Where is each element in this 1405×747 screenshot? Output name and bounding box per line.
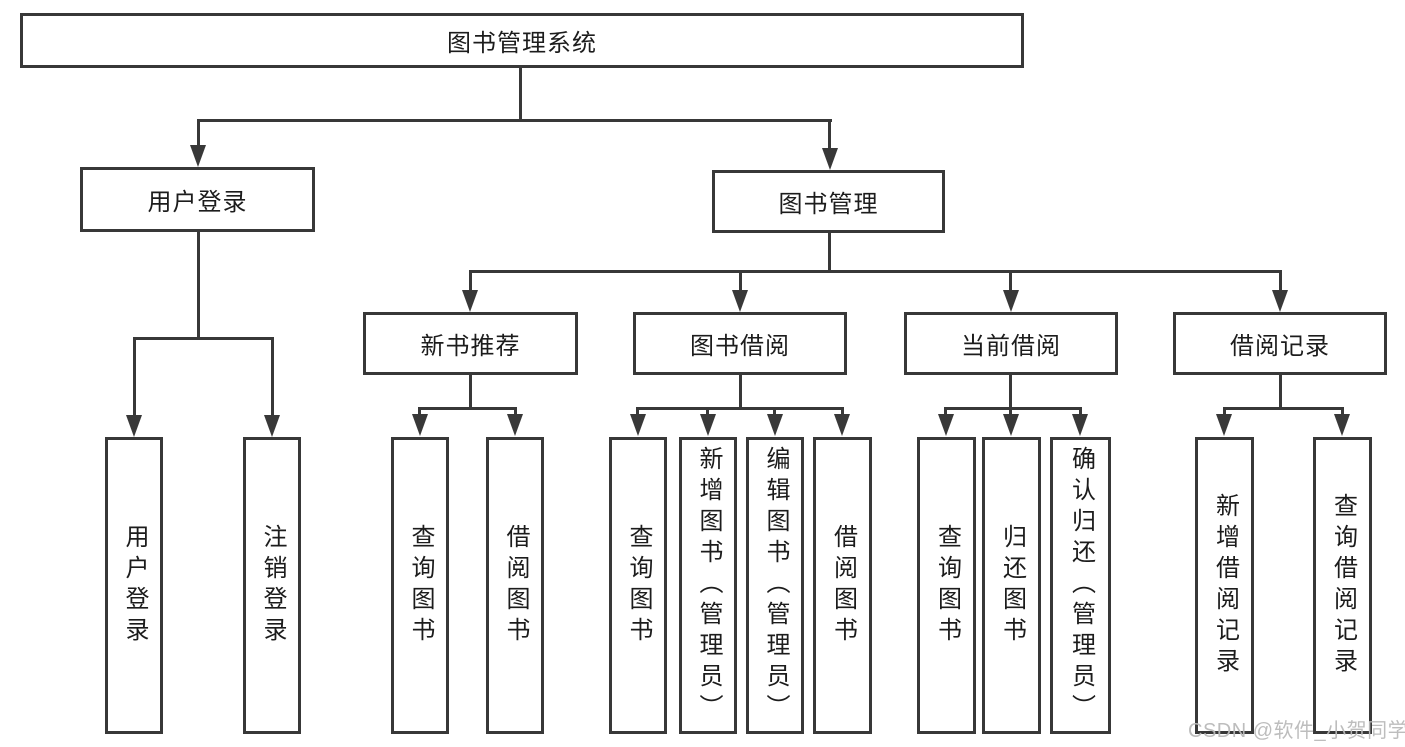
connector-stem-bb-query bbox=[636, 407, 639, 416]
watermark: CSDN @软件_小贺同学 bbox=[1188, 720, 1405, 742]
node-bb-add-book: 新增图书（管理员） bbox=[679, 437, 737, 734]
arrowhead-cb-confirm bbox=[1072, 414, 1088, 436]
connector-stem-bb-edit bbox=[773, 407, 776, 416]
arrowhead-nb-borrow bbox=[507, 414, 523, 436]
connector-stem-br-query bbox=[1341, 407, 1344, 416]
node-bb-query-book: 查询图书 bbox=[609, 437, 667, 734]
connector-stem-new-book-rec bbox=[469, 270, 472, 292]
node-bb-borrow-book: 借阅图书 bbox=[813, 437, 872, 734]
connector-cb-stem bbox=[1009, 375, 1012, 410]
connector-br-hline bbox=[1223, 407, 1344, 410]
node-book-borrow-label: 图书借阅 bbox=[690, 333, 790, 360]
arrowhead-nb-query bbox=[412, 414, 428, 436]
node-current-borrow-label: 当前借阅 bbox=[961, 333, 1061, 360]
node-logout: 注销登录 bbox=[243, 437, 301, 734]
node-logout-label: 注销登录 bbox=[259, 523, 286, 648]
node-br-add-record-label: 新增借阅记录 bbox=[1211, 492, 1239, 679]
connector-stem-br-add bbox=[1223, 407, 1226, 416]
arrowhead-cb-query bbox=[938, 414, 954, 436]
arrowhead-br-query bbox=[1334, 414, 1350, 436]
connector-level2-hline bbox=[197, 119, 832, 122]
connector-stem-user-login bbox=[133, 337, 136, 417]
node-nb-query-book: 查询图书 bbox=[391, 437, 449, 734]
connector-br-stem bbox=[1279, 375, 1282, 410]
node-user-login-branch: 用户登录 bbox=[80, 167, 315, 232]
node-root: 图书管理系统 bbox=[20, 13, 1024, 68]
node-book-mgmt-branch: 图书管理 bbox=[712, 170, 945, 233]
connector-stem-book-borrow bbox=[739, 270, 742, 292]
arrowhead-book-borrow bbox=[732, 290, 748, 312]
connector-stem-nb-query bbox=[418, 407, 421, 416]
connector-user-branch-stem bbox=[197, 232, 200, 340]
connector-stem-cb-query bbox=[944, 407, 947, 416]
node-bb-edit-book-label: 编辑图书（管理员） bbox=[762, 446, 789, 725]
arrowhead-current-borrow bbox=[1003, 290, 1019, 312]
arrowhead-bb-query bbox=[630, 414, 646, 436]
node-bb-query-book-label: 查询图书 bbox=[625, 523, 652, 648]
node-new-book-rec: 新书推荐 bbox=[363, 312, 578, 375]
node-user-login-label: 用户登录 bbox=[121, 523, 148, 648]
connector-cb-hline bbox=[944, 407, 1082, 410]
node-cb-query-book: 查询图书 bbox=[917, 437, 976, 734]
connector-stem-borrow-records bbox=[1279, 270, 1282, 292]
node-borrow-records: 借阅记录 bbox=[1173, 312, 1387, 375]
node-br-add-record: 新增借阅记录 bbox=[1195, 437, 1254, 734]
node-bb-add-book-label: 新增图书（管理员） bbox=[695, 446, 722, 725]
node-bb-borrow-book-label: 借阅图书 bbox=[829, 523, 857, 648]
arrowhead-br-add bbox=[1216, 414, 1232, 436]
node-cb-return-book-label: 归还图书 bbox=[998, 523, 1026, 648]
connector-nbr-hline bbox=[418, 407, 517, 410]
connector-bb-stem bbox=[739, 375, 742, 410]
node-user-login: 用户登录 bbox=[105, 437, 163, 734]
node-book-borrow: 图书借阅 bbox=[633, 312, 847, 375]
node-book-mgmt-branch-label: 图书管理 bbox=[778, 191, 879, 218]
node-cb-confirm-return-label: 确认归还（管理员） bbox=[1067, 446, 1095, 725]
connector-stem-cb-confirm bbox=[1079, 407, 1082, 416]
connector-level3-hline bbox=[469, 270, 1281, 273]
arrowhead-logout bbox=[264, 415, 280, 437]
node-new-book-rec-label: 新书推荐 bbox=[420, 333, 521, 360]
arrowhead-borrow-records bbox=[1272, 290, 1288, 312]
connector-stem-user-login-branch bbox=[197, 119, 200, 149]
connector-stem-bb-add bbox=[706, 407, 709, 416]
connector-stem-nb-borrow bbox=[514, 407, 517, 416]
arrowhead-bb-borrow bbox=[834, 414, 850, 436]
connector-stem-bb-borrow bbox=[841, 407, 844, 416]
connector-user-branch-hline bbox=[133, 337, 274, 340]
node-nb-borrow-book: 借阅图书 bbox=[486, 437, 544, 734]
arrowhead-user-login bbox=[126, 415, 142, 437]
connector-bb-hline bbox=[636, 407, 844, 410]
node-cb-query-book-label: 查询图书 bbox=[933, 523, 961, 648]
node-current-borrow: 当前借阅 bbox=[904, 312, 1118, 375]
arrowhead-new-book-rec bbox=[462, 290, 478, 312]
arrowhead-user-login-branch bbox=[190, 145, 206, 167]
node-root-label: 图书管理系统 bbox=[447, 30, 597, 57]
arrowhead-bb-edit bbox=[767, 414, 783, 436]
node-borrow-records-label: 借阅记录 bbox=[1230, 333, 1330, 360]
connector-nbr-stem bbox=[469, 375, 472, 410]
node-bb-edit-book: 编辑图书（管理员） bbox=[746, 437, 804, 734]
node-user-login-branch-label: 用户登录 bbox=[147, 189, 248, 216]
arrowhead-bb-add bbox=[700, 414, 716, 436]
node-cb-confirm-return: 确认归还（管理员） bbox=[1050, 437, 1111, 734]
node-br-query-record-label: 查询借阅记录 bbox=[1329, 492, 1357, 679]
connector-stem-book-mgmt-branch bbox=[828, 119, 831, 151]
node-nb-borrow-book-label: 借阅图书 bbox=[502, 523, 529, 648]
node-br-query-record: 查询借阅记录 bbox=[1313, 437, 1372, 734]
arrowhead-cb-return bbox=[1003, 414, 1019, 436]
connector-stem-logout bbox=[271, 337, 274, 417]
arrowhead-book-mgmt-branch bbox=[822, 148, 838, 170]
connector-stem-current-borrow bbox=[1009, 270, 1012, 292]
connector-root-stem bbox=[519, 68, 522, 121]
connector-book-mgmt-stem bbox=[828, 233, 831, 273]
node-cb-return-book: 归还图书 bbox=[982, 437, 1041, 734]
connector-stem-cb-return bbox=[1009, 407, 1012, 416]
node-nb-query-book-label: 查询图书 bbox=[407, 523, 434, 648]
